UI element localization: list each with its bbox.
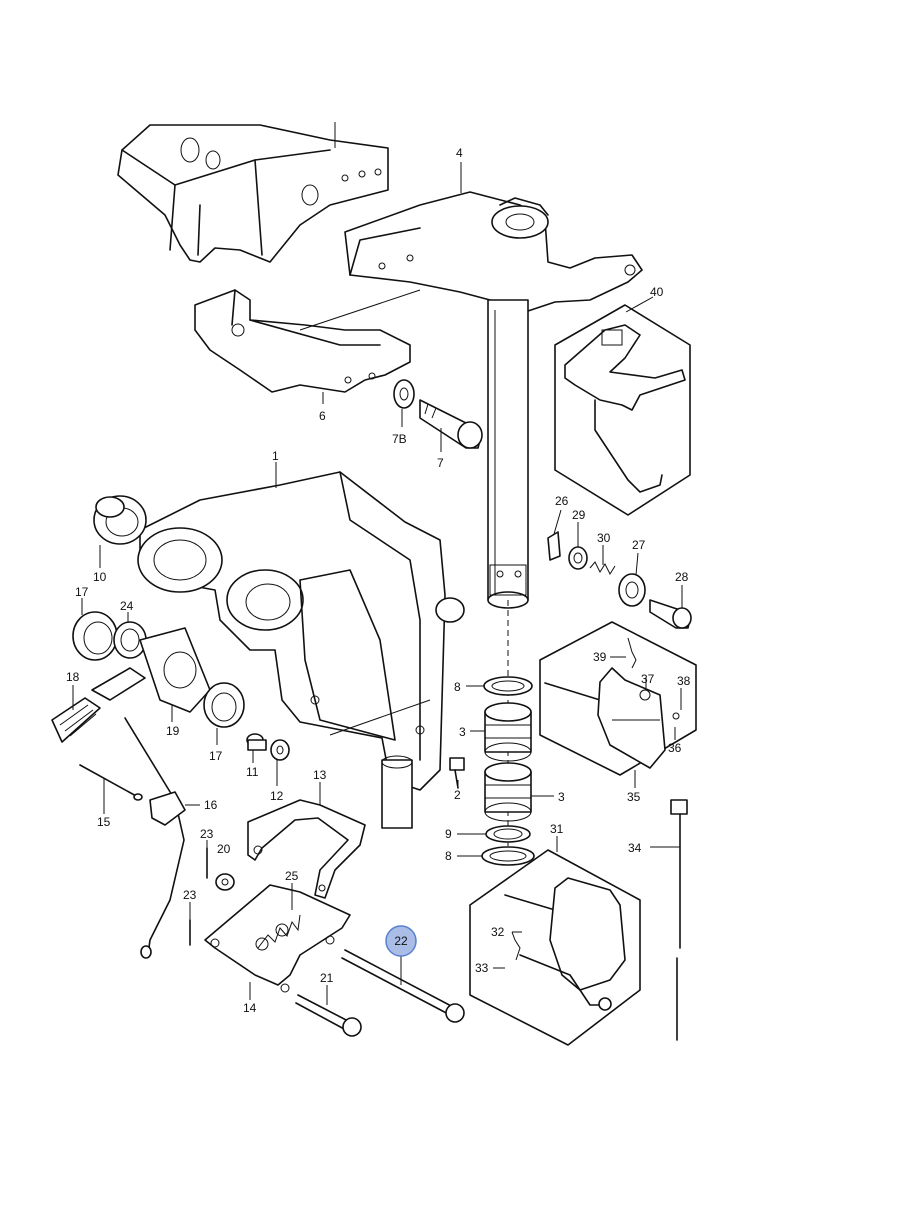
bushing-part-17-right <box>203 682 245 745</box>
bushing-part-17-left <box>72 598 118 661</box>
callout-22-highlight[interactable]: 22 <box>385 925 417 957</box>
spring-part-30 <box>589 545 616 576</box>
callout-34: 34 <box>628 841 642 855</box>
bushing-part-3-top <box>470 702 532 762</box>
panel-part-35 <box>539 621 697 788</box>
callout-37: 37 <box>641 672 655 686</box>
bushing-part-3-bottom <box>484 762 554 822</box>
callout-10: 10 <box>93 570 107 584</box>
swivel-bracket-part-1 <box>137 462 465 829</box>
bolt-part-11 <box>246 733 267 763</box>
bolt-part-7 <box>419 399 483 452</box>
callout-24: 24 <box>120 599 134 613</box>
bushing-part-24 <box>113 612 147 659</box>
callout-35: 35 <box>627 790 641 804</box>
callout-6: 6 <box>319 409 326 423</box>
ring-stack <box>457 600 554 866</box>
callout-19: 19 <box>166 724 180 738</box>
callout-2: 2 <box>454 788 461 802</box>
callout-13: 13 <box>313 768 327 782</box>
washer-part-20 <box>215 873 235 891</box>
washer-part-8-bottom <box>457 846 535 866</box>
callout-15: 15 <box>97 815 111 829</box>
callout-23-top: 23 <box>200 827 214 841</box>
spring-part-25 <box>255 883 301 951</box>
rod-part-15 <box>79 764 143 814</box>
callout-26: 26 <box>555 494 569 508</box>
callout-9: 9 <box>445 827 452 841</box>
callout-labels: 4 40 6 7B 7 1 10 17 24 18 19 17 11 12 13… <box>66 146 691 1015</box>
mounting-bracket-top <box>117 122 389 263</box>
washer-part-7B <box>393 379 415 427</box>
callout-32: 32 <box>491 925 505 939</box>
knob-part-27 <box>618 552 646 607</box>
callout-22: 22 <box>394 934 408 948</box>
callout-33: 33 <box>475 961 489 975</box>
washer-part-8-top <box>466 676 533 696</box>
callout-4: 4 <box>456 146 463 160</box>
callout-40: 40 <box>650 285 664 299</box>
callout-18: 18 <box>66 670 80 684</box>
screw-part-2 <box>449 757 465 789</box>
cable-part-34 <box>650 799 688 1041</box>
callout-3-bottom: 3 <box>558 790 565 804</box>
washer-part-29 <box>568 522 588 570</box>
lever-part-16 <box>124 717 200 959</box>
callout-17-left: 17 <box>75 585 89 599</box>
callout-8-top: 8 <box>454 680 461 694</box>
callout-12: 12 <box>270 789 284 803</box>
callout-20: 20 <box>217 842 231 856</box>
callout-14: 14 <box>243 1001 257 1015</box>
callout-38: 38 <box>677 674 691 688</box>
callout-17-right: 17 <box>209 749 223 763</box>
callout-21: 21 <box>320 971 334 985</box>
callout-7B: 7B <box>392 432 407 446</box>
callout-25: 25 <box>285 869 299 883</box>
callout-11: 11 <box>246 765 259 779</box>
bracket-part-6 <box>194 289 421 404</box>
bushing-part-10 <box>93 495 147 568</box>
ring-part-9 <box>457 825 531 843</box>
panel-part-40 <box>554 296 691 516</box>
callout-39: 39 <box>593 650 607 664</box>
callout-36: 36 <box>668 741 682 755</box>
callout-29: 29 <box>572 508 586 522</box>
panel-part-31 <box>469 836 641 1046</box>
pad-part-26 <box>547 509 562 561</box>
callout-23-bottom: 23 <box>183 888 197 902</box>
callout-28: 28 <box>675 570 689 584</box>
washer-part-12 <box>270 739 290 786</box>
pin-part-22 <box>341 949 465 1023</box>
callout-30: 30 <box>597 531 611 545</box>
bolt-part-28 <box>649 585 692 629</box>
steering-shaft-part-4 <box>344 162 643 609</box>
callout-3-top: 3 <box>459 725 466 739</box>
callout-27: 27 <box>632 538 646 552</box>
lever-part-13 <box>247 782 366 899</box>
callout-31: 31 <box>550 822 564 836</box>
pin-part-21 <box>295 985 362 1037</box>
callout-16: 16 <box>204 798 218 812</box>
callout-8-bottom: 8 <box>445 849 452 863</box>
callout-7: 7 <box>437 456 444 470</box>
plate-part-19 <box>139 627 211 722</box>
damper-part-18 <box>51 667 146 743</box>
callout-1: 1 <box>272 449 279 463</box>
